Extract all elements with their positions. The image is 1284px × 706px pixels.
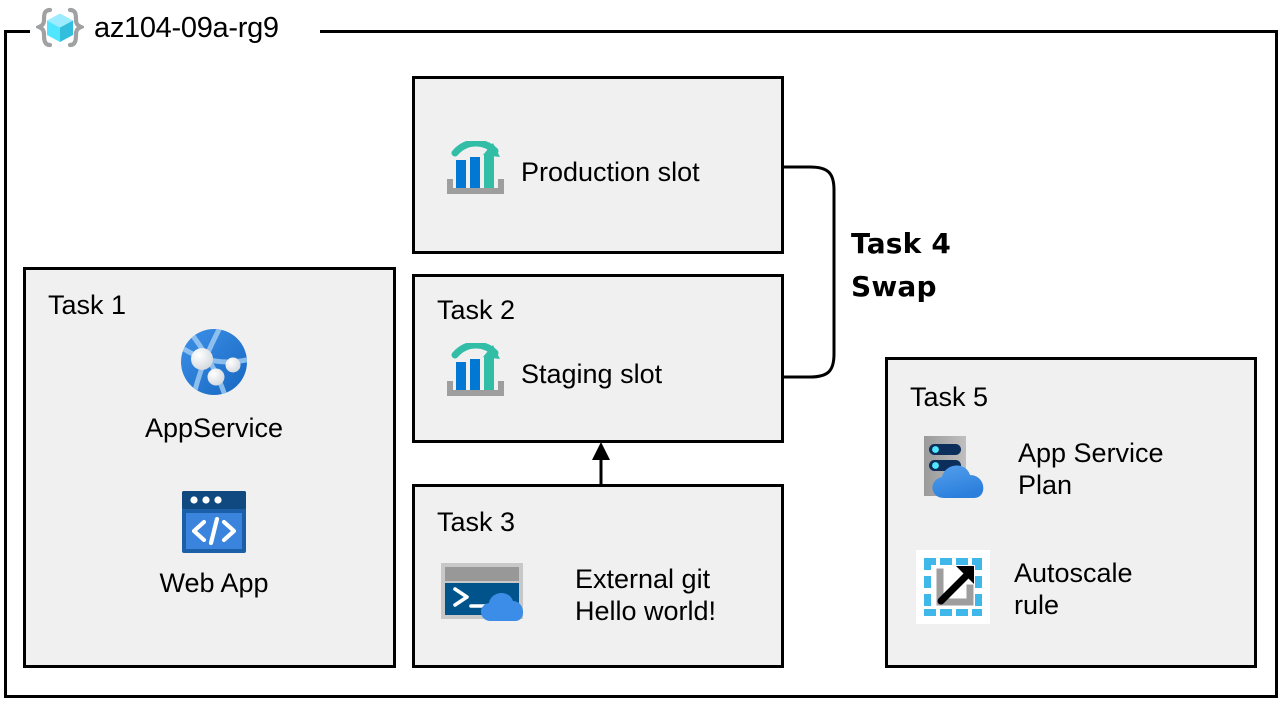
production-slot-label: Production slot: [521, 156, 700, 187]
app-service-plan-row: App Service Plan: [916, 432, 1164, 507]
external-git-label: External git Hello world!: [575, 563, 717, 626]
cloud-shell-icon: [439, 559, 531, 632]
app-service-icon: [176, 324, 252, 405]
swap-annotation: Task 4 Swap: [851, 227, 952, 304]
resource-group-cube-icon: [36, 6, 84, 50]
app-service-plan-icon: [916, 432, 994, 507]
task1-label: Task 1: [48, 290, 127, 320]
deployment-slot-icon: [445, 139, 507, 204]
web-app-item: Web App: [134, 489, 294, 600]
deployment-slot-icon: [445, 341, 507, 406]
resource-group-header: az104-09a-rg9: [36, 4, 279, 52]
app-service-label: AppService: [144, 413, 284, 443]
task5-box[interactable]: Task 5: [885, 357, 1257, 668]
task3-box[interactable]: Task 3 External git Hello world!: [412, 484, 784, 668]
production-slot-row: Production slot: [445, 139, 700, 204]
task5-label: Task 5: [910, 382, 989, 412]
app-service-plan-label: App Service Plan: [1018, 437, 1164, 500]
task1-box[interactable]: Task 1: [23, 267, 396, 668]
external-git-row: External git Hello world!: [439, 559, 716, 632]
app-service-item: AppService: [134, 324, 294, 445]
web-app-label: Web App: [159, 568, 269, 598]
staging-slot-row: Staging slot: [445, 341, 663, 406]
resource-group-title: az104-09a-rg9: [94, 11, 279, 44]
autoscale-rule-label: Autoscale rule: [1014, 557, 1133, 620]
task2-box[interactable]: Task 2 Staging slot: [412, 274, 784, 443]
production-slot-box[interactable]: Production slot: [412, 76, 784, 254]
task3-label: Task 3: [437, 507, 516, 537]
web-app-icon: [179, 489, 249, 560]
resource-group-frame: [4, 30, 1278, 698]
autoscale-rule-row: Autoscale rule: [916, 550, 1133, 629]
autoscale-rule-icon: [916, 550, 990, 629]
staging-slot-label: Staging slot: [521, 358, 663, 389]
task2-label: Task 2: [437, 295, 516, 325]
